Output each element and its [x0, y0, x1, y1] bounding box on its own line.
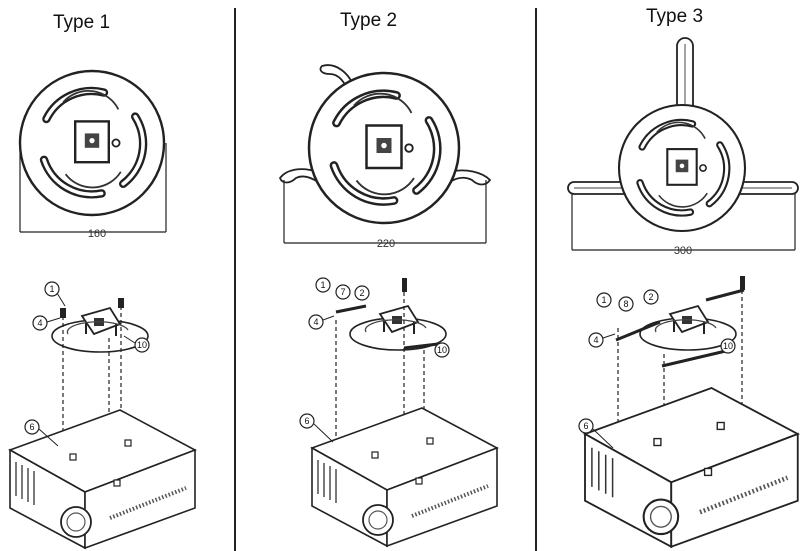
panel-3-screws [740, 276, 745, 290]
panel-1-screws [60, 298, 124, 318]
callout-4: 4 [593, 335, 598, 345]
panel-2-title: Type 2 [340, 10, 398, 31]
panel-2-dimension-label: 220 [377, 238, 395, 250]
callout-10: 10 [437, 345, 447, 355]
callout-10: 10 [723, 341, 733, 351]
panel-1-title: Type 1 [53, 12, 111, 33]
callout-10: 10 [137, 340, 147, 350]
panel-3-title: Type 3 [646, 6, 704, 27]
callout-6: 6 [304, 416, 309, 426]
callout-2: 2 [359, 288, 364, 298]
callout-6: 6 [583, 421, 588, 431]
panel-1-callouts: 1 4 10 6 [24, 281, 150, 447]
panel-2-arm-bars [335, 304, 439, 350]
panel-2-dimension-line [283, 180, 487, 244]
panel-1-dimension-line [19, 143, 167, 233]
panel-3-dimension-label: 300 [674, 245, 692, 257]
panel-2-plate [309, 73, 459, 223]
panel-1-dimension-label: 160 [88, 228, 106, 240]
panel-divider-2 [535, 8, 537, 551]
panel-3-plate [619, 105, 745, 231]
panel-2-callouts: 1 7 2 4 10 6 [299, 277, 450, 443]
callout-4: 4 [313, 317, 318, 327]
callout-2: 2 [648, 292, 653, 302]
callout-1: 1 [601, 295, 606, 305]
callout-6: 6 [29, 422, 34, 432]
panel-1-plate [20, 71, 164, 215]
panel-1-bracket [51, 307, 149, 353]
panel-3-callouts: 1 8 2 4 10 6 [578, 289, 736, 449]
panel-3-arm-bars [615, 288, 745, 368]
panel-3-dimension-line [571, 194, 796, 251]
panel-3-projector [585, 388, 798, 547]
callout-8: 8 [623, 299, 628, 309]
panel-2-projector [310, 406, 499, 548]
callout-4: 4 [37, 318, 42, 328]
callout-7: 7 [340, 287, 345, 297]
callout-1: 1 [320, 280, 325, 290]
panel-2-screws [402, 278, 407, 292]
panel-divider-1 [234, 8, 236, 551]
callout-1: 1 [49, 284, 54, 294]
